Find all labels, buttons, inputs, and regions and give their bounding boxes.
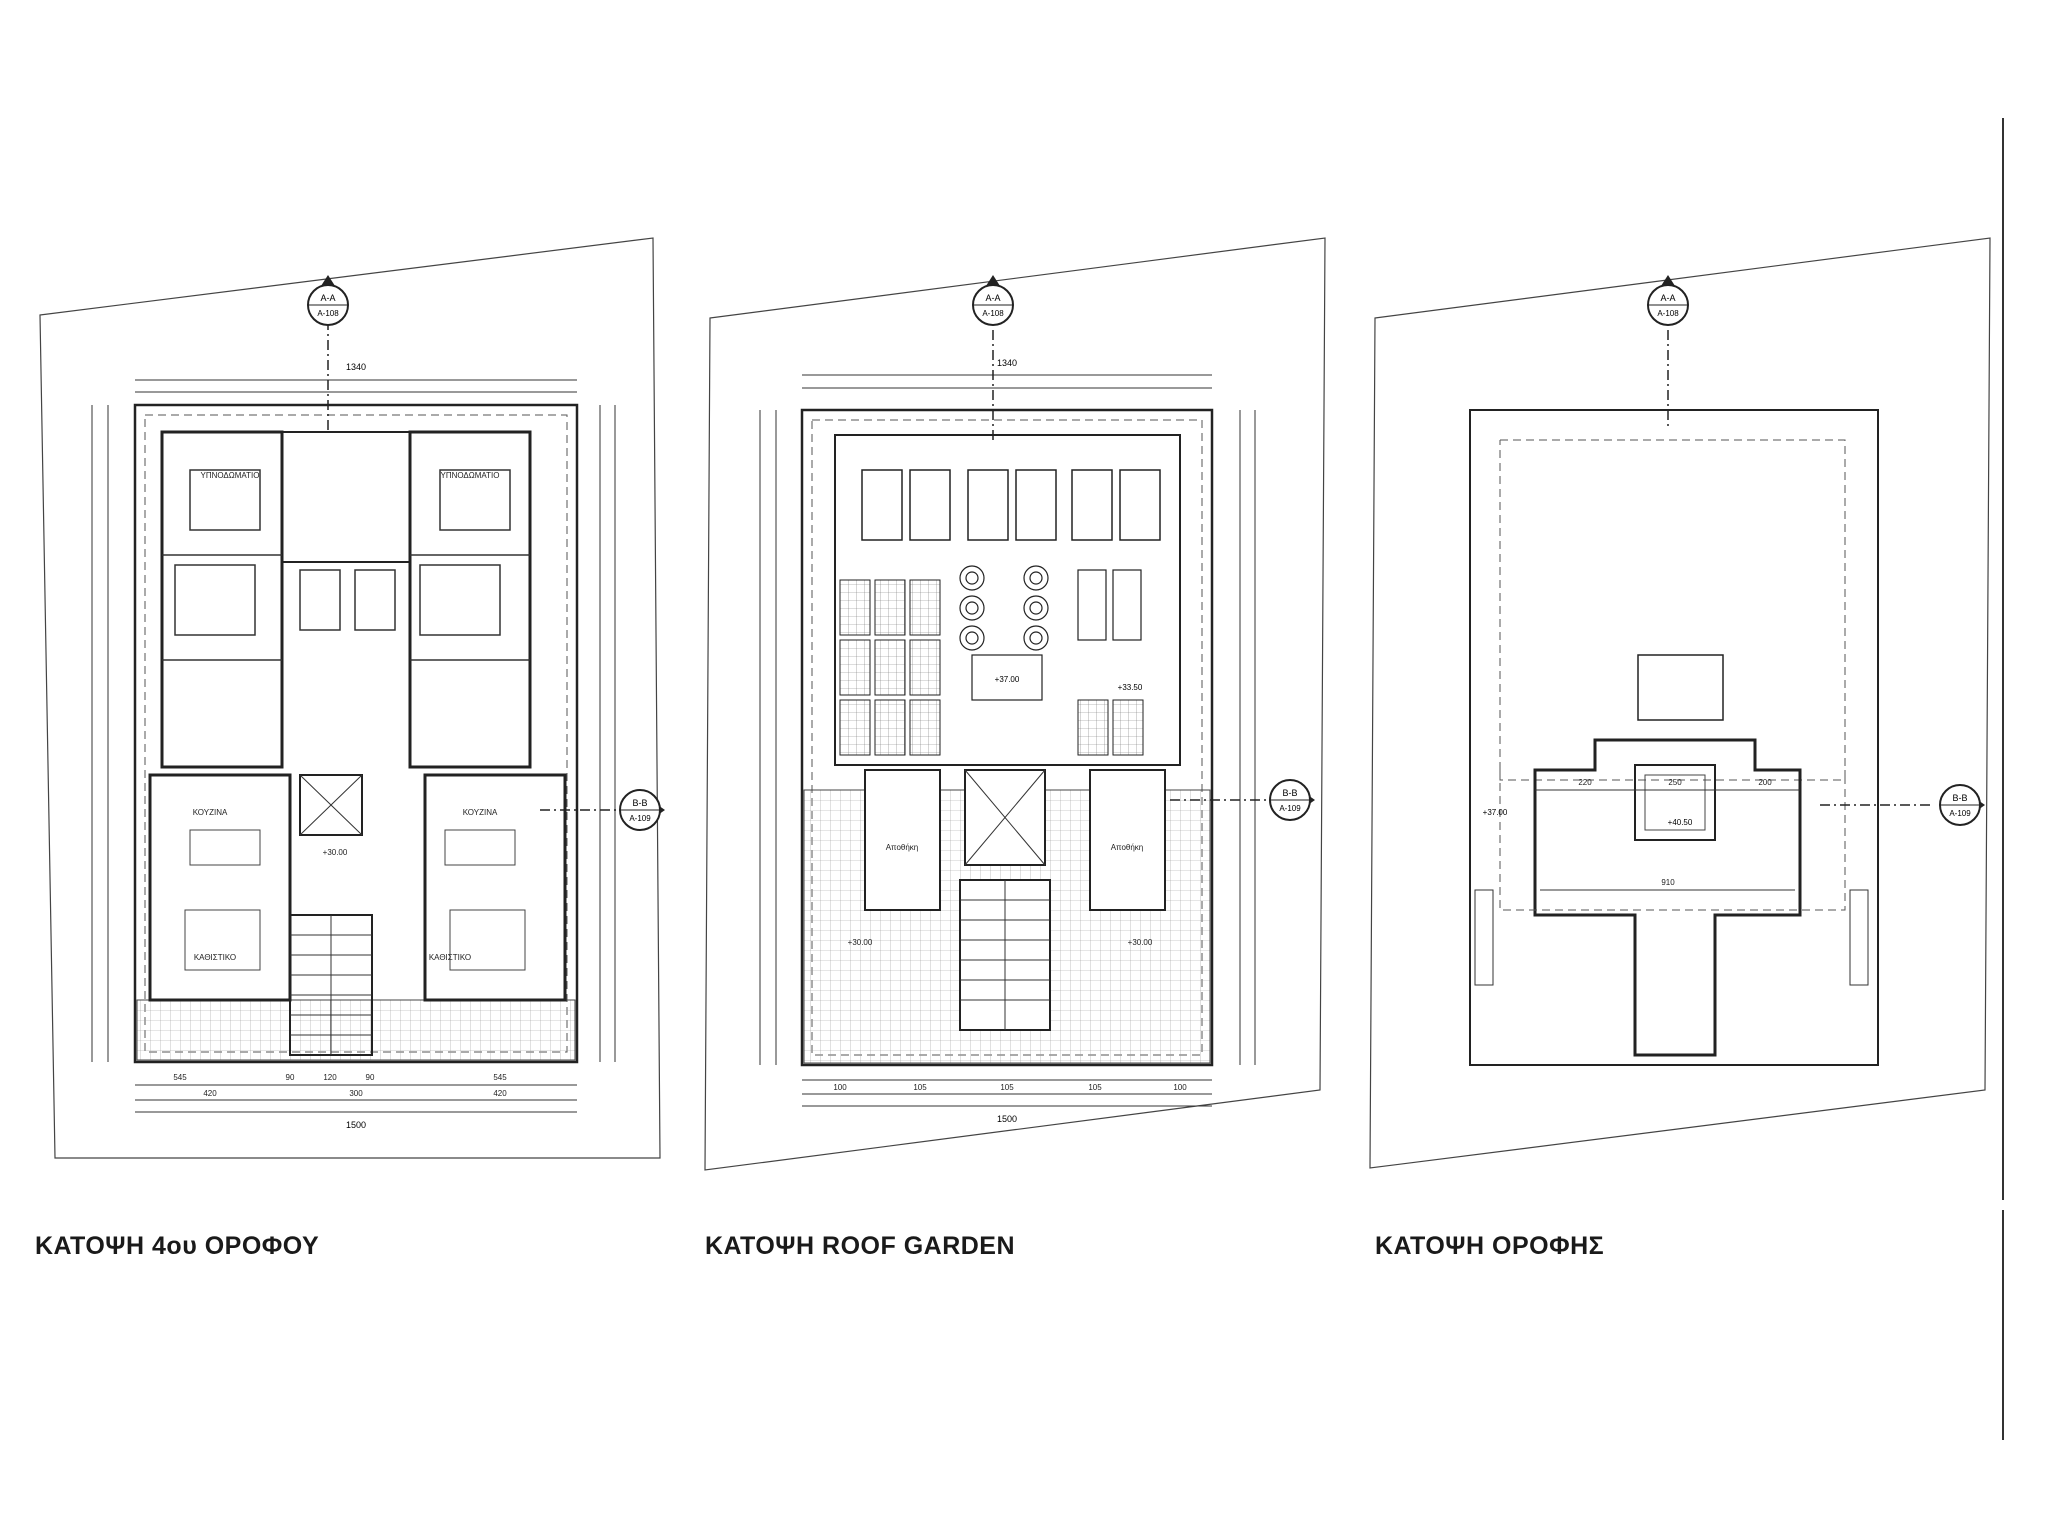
solar-panels (839, 579, 1144, 756)
plot-boundary (1369, 237, 1991, 1169)
elevator-shaft (1634, 764, 1716, 841)
room-label: ΚΑΘΙΣΤΙΚΟ (429, 953, 471, 962)
plot-boundary (39, 237, 661, 1159)
bathroom-core (281, 431, 411, 563)
plot-boundary (704, 237, 1326, 1171)
stair-housing (1533, 738, 1802, 1057)
room-label: ΚΟΥΖΙΝΑ (193, 808, 228, 817)
section-marker-b: B-B A-109 (619, 789, 665, 831)
svg-text:B-B: B-B (1952, 793, 1967, 803)
section-marker-b: B-B A-109 (1269, 779, 1315, 821)
dim-bottom-total: 1500 (997, 1114, 1017, 1124)
apartment-right (408, 430, 532, 769)
dim-text: 90 (286, 1073, 295, 1082)
kitchen-living-right (423, 773, 567, 1002)
level-label: +37.00 (1483, 808, 1508, 817)
plan-4th-floor: 1340 1500 545 90 120 90 545 420 300 420 … (39, 237, 665, 1159)
level-label: +37.00 (995, 675, 1020, 684)
section-marker-a: A-A A-108 (972, 275, 1014, 326)
dim-top-total: 1340 (997, 358, 1017, 368)
storage-left (864, 769, 941, 911)
room-label: ΥΠΝΟΔΩΜΑΤΙΟ (440, 471, 499, 480)
plan-title-4th-floor: ΚΑΤΟΨΗ 4ου ΟΡΟΦΟΥ (35, 1232, 320, 1260)
dim-text: 105 (913, 1083, 927, 1092)
dim-bottom-total: 1500 (346, 1120, 366, 1130)
roof-vent (1637, 654, 1724, 721)
apartment-left (160, 430, 284, 769)
round-tables (959, 565, 1142, 701)
balcony-tiles (136, 999, 576, 1061)
level-label: +30.00 (323, 848, 348, 857)
sun-loungers (861, 469, 1161, 541)
section-marker-a: A-A A-108 (307, 275, 349, 326)
level-label: +30.00 (848, 938, 873, 947)
dim-text: 90 (366, 1073, 375, 1082)
dim-text: 220 (1578, 778, 1592, 787)
svg-text:A-108: A-108 (982, 309, 1004, 318)
room-label: ΚΑΘΙΣΤΙΚΟ (194, 953, 236, 962)
svg-text:A-A: A-A (1660, 293, 1675, 303)
kitchen-living-left (148, 773, 292, 1002)
dim-top-total: 1340 (346, 362, 366, 372)
level-label: +33.50 (1118, 683, 1143, 692)
svg-text:A-109: A-109 (1949, 809, 1971, 818)
dim-text: 105 (1000, 1083, 1014, 1092)
dim-text: 105 (1088, 1083, 1102, 1092)
dim-text: 420 (203, 1089, 217, 1098)
room-label: ΥΠΝΟΔΩΜΑΤΙΟ (200, 471, 259, 480)
dim-text: 100 (833, 1083, 847, 1092)
svg-text:B-B: B-B (632, 798, 647, 808)
plan-title-roof: ΚΑΤΟΨΗ ΟΡΟΦΗΣ (1375, 1232, 1605, 1260)
section-marker-b: B-B A-109 (1939, 784, 1985, 826)
svg-text:A-A: A-A (320, 293, 335, 303)
level-label: +40.50 (1668, 818, 1693, 827)
plan-title-roof-garden: ΚΑΤΟΨΗ ROOF GARDEN (705, 1232, 1016, 1260)
svg-text:A-A: A-A (985, 293, 1000, 303)
level-label: +30.00 (1128, 938, 1153, 947)
svg-text:A-109: A-109 (629, 814, 651, 823)
roof-outline (1469, 409, 1879, 1066)
dim-text: 420 (493, 1089, 507, 1098)
dim-text: 100 (1173, 1083, 1187, 1092)
dim-text: 545 (173, 1073, 187, 1082)
room-label: Αποθήκη (886, 843, 919, 852)
plan-roof: +40.50 +37.00 220 250 200 910 A-A A-108 (1369, 237, 1991, 1169)
svg-text:A-108: A-108 (1657, 309, 1679, 318)
dim-text: 200 (1758, 778, 1772, 787)
svg-text:B-B: B-B (1282, 788, 1297, 798)
elevator (299, 774, 363, 836)
storage-right (1089, 769, 1166, 911)
skylight-left (1474, 889, 1494, 986)
roof-terrace (834, 434, 1181, 766)
dim-text: 910 (1661, 878, 1675, 887)
dim-text: 300 (349, 1089, 363, 1098)
dim-text: 545 (493, 1073, 507, 1082)
skylight-right (1849, 889, 1869, 986)
building-outline (800, 408, 1214, 1067)
svg-text:A-109: A-109 (1279, 804, 1301, 813)
building-outline (133, 403, 579, 1064)
svg-text:A-108: A-108 (317, 309, 339, 318)
room-label: ΚΟΥΖΙΝΑ (463, 808, 498, 817)
dim-text: 250 (1668, 778, 1682, 787)
dim-text: 120 (323, 1073, 337, 1082)
room-label: Αποθήκη (1111, 843, 1144, 852)
section-marker-a: A-A A-108 (1647, 275, 1689, 326)
plan-roof-garden: +37.00 +33.50 Αποθήκη Αποθήκη +30.00 +30… (704, 237, 1326, 1171)
